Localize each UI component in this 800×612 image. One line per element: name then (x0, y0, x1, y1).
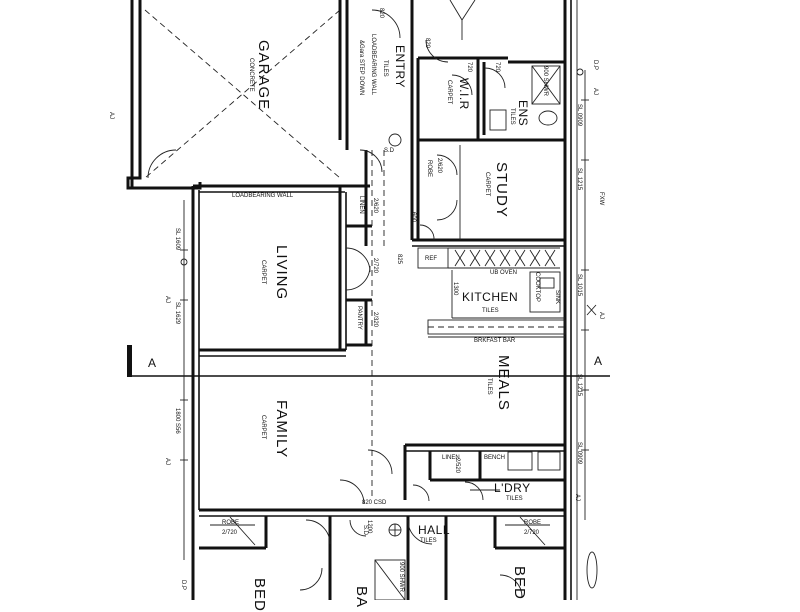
kitchen-label: KITCHEN (462, 290, 519, 304)
sink-note: SINK (554, 290, 560, 305)
dim-720-a: 720 (466, 62, 472, 73)
dim-2x520: 2/520 (454, 458, 460, 474)
dim-2x320: 2/320 (372, 312, 378, 328)
aj-label-1: AJ (108, 112, 114, 120)
robe-2x620-study: 2/620 (436, 158, 442, 174)
ldry-linen-note: LINEN (442, 455, 460, 461)
ldry-bench-note: BENCH (484, 455, 506, 461)
wir-floor-label: CARPET (446, 80, 452, 105)
pantry-label: PANTRY (356, 306, 362, 330)
study-floor-label: CARPET (484, 172, 490, 197)
robe-2x720-right: 2/720 (524, 530, 540, 536)
section-line-a (127, 345, 610, 377)
dim-1300: 1300 (452, 282, 458, 296)
bedroom-hall-walls (199, 133, 565, 600)
dimension-marks (180, 68, 598, 589)
meals-floor-label: TILES (486, 378, 492, 395)
loadbearing-wall-entry-note: LOADBEARING WALL (370, 34, 376, 96)
hall-floor-label: TILES (420, 538, 437, 544)
linen-label: LINEN (358, 196, 364, 214)
entry-label: ENTRY (393, 45, 407, 88)
bed-right-label: BED (511, 566, 528, 600)
left-exterior-wall (191, 184, 370, 600)
family-floor-label: CARPET (260, 415, 266, 440)
robe-2x720-left: 2/720 (222, 530, 238, 536)
kitchen-fittings (417, 247, 566, 338)
ens-floor-label: TILES (509, 108, 515, 125)
living-walls (199, 149, 385, 500)
entry-floor-label: TILES (382, 60, 388, 77)
aj-label-6: AJ (574, 494, 580, 502)
sd-b-label: S.D (362, 525, 368, 536)
dim-720-b: 720 (494, 62, 500, 73)
section-mark-left: A (148, 356, 157, 370)
dp-label-2: D.P (180, 580, 186, 591)
ldry-floor-label: TILES (506, 496, 523, 502)
ens-label: ENS (516, 100, 530, 127)
sd-a-label: S.D (384, 148, 395, 154)
dim-600-sd: 600 (410, 212, 416, 223)
family-label: FAMILY (273, 400, 290, 459)
dim-2x620-a: 2/620 (372, 198, 378, 214)
robe-study-label: ROBE (426, 160, 432, 178)
brkfast-bar-note: BRKFAST BAR (474, 338, 516, 344)
section-mark-right: A (594, 354, 603, 368)
dim-2x720-a: 2/720 (372, 258, 378, 274)
dim-825: 825 (396, 254, 402, 265)
sl-label-2: SL 1629 (174, 302, 180, 325)
robe-left-label: ROBE (222, 520, 240, 526)
sl-label-7: SL 0909 (576, 442, 582, 465)
meals-label: MEALS (495, 355, 512, 411)
shower-note: 900 SHWR (398, 562, 404, 593)
kitchen-floor-label: TILES (482, 308, 499, 314)
wir-label: W.I.R (457, 78, 471, 110)
dim-820-b: 820 (424, 38, 430, 49)
sl-label-4: SL 1215 (576, 168, 582, 191)
right-exterior-wall (563, 0, 578, 600)
bed-left-label: BED (251, 578, 268, 612)
aj-label-2: AJ (164, 296, 170, 304)
loadbearing-wall-living-note: LOADBEARING WALL (232, 193, 294, 199)
living-floor-label: CARPET (260, 260, 266, 285)
sl-label-1: SL 1609 (174, 228, 180, 251)
ens-shower-note: 900 SHWR (542, 66, 548, 97)
garage-label: GARAGE (255, 40, 272, 111)
aj-label-4: AJ (592, 88, 598, 96)
garage-floor-label: CONCRETE (248, 58, 254, 92)
laundry-walls (403, 443, 565, 502)
cooktop-note: COOKTOP (534, 272, 540, 302)
dim-820-a: 820 (378, 8, 384, 19)
ldry-label: L'DRY (494, 481, 531, 495)
dp-label-1: D.P (592, 60, 598, 71)
entry-wir-ens-walls (345, 0, 565, 150)
sl-label-5: SL 1015 (576, 274, 582, 297)
fxw-label: FXW (598, 192, 604, 206)
dim-1800-label: 1800 S56 (174, 408, 180, 434)
study-label: STUDY (493, 162, 510, 218)
ref-note: REF (425, 256, 437, 262)
sl-label-6: SL 1215 (576, 374, 582, 397)
aj-label-5: AJ (598, 312, 604, 320)
sl-label-3: SL 0909 (576, 104, 582, 127)
dim-820-csd: 820 CSD (362, 500, 387, 506)
bath-label: BA (353, 586, 370, 609)
living-label: LIVING (273, 245, 290, 301)
aj-label-3: AJ (164, 458, 170, 466)
garage-walls (126, 0, 342, 190)
study-walls (410, 145, 565, 247)
hall-label: HALL (418, 523, 451, 537)
robe-right-label: ROBE (524, 520, 542, 526)
step-down-note: &Gara STEP DOWN (358, 40, 364, 96)
oven-note: UB OVEN (490, 270, 518, 276)
